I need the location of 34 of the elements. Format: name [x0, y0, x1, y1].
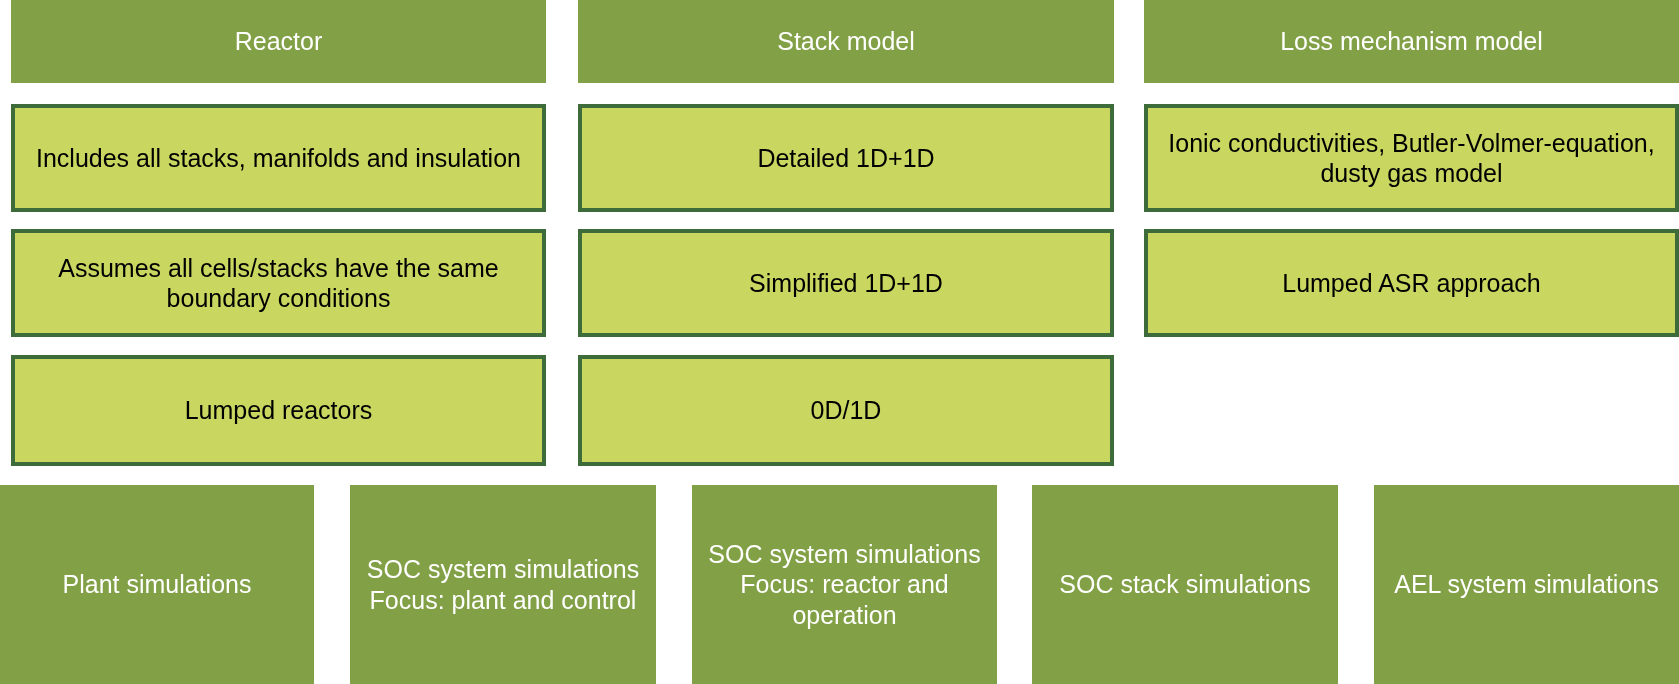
box-text: Ionic conductivities, Butler-Volmer-equation, dusty gas model	[1167, 127, 1656, 189]
content-box	[578, 104, 1114, 212]
box-text: Plant simulations	[62, 569, 252, 600]
header-box	[1144, 0, 1679, 83]
category-box	[1374, 485, 1679, 684]
box-text: Includes all stacks, manifolds and insulation	[36, 142, 521, 174]
box-text: Loss mechanism model	[1280, 26, 1543, 57]
box-text: Lumped reactors	[184, 395, 373, 426]
box-text: AEL system simulations	[1394, 569, 1659, 600]
box-text: Assumes all cells/stacks have the same boundary conditions	[57, 252, 500, 314]
category-box	[692, 485, 997, 684]
box-text: Focus: reactor and operation	[739, 569, 950, 631]
category-box	[0, 485, 314, 684]
content-box	[578, 355, 1114, 466]
box-text: Lumped ASR approach	[1282, 267, 1541, 299]
box-text: 0D/1D	[810, 395, 882, 426]
box-text: Simplified 1D+1D	[749, 267, 943, 299]
box-text: SOC system simulations	[708, 538, 981, 570]
header-box	[578, 0, 1114, 83]
content-box	[11, 104, 546, 212]
content-box	[11, 229, 546, 337]
content-box	[1144, 104, 1679, 212]
box-text: Focus: plant and control	[369, 584, 637, 615]
content-box	[578, 229, 1114, 337]
category-box	[350, 485, 656, 684]
box-text: SOC system simulations	[366, 554, 640, 585]
category-box	[1032, 485, 1338, 684]
header-box	[11, 0, 546, 83]
box-text: Detailed 1D+1D	[757, 142, 935, 174]
box-text: SOC stack simulations	[1059, 569, 1311, 600]
content-box	[11, 355, 546, 466]
box-text: Reactor	[234, 26, 323, 57]
box-text: Stack model	[777, 26, 915, 57]
content-box	[1144, 229, 1679, 337]
